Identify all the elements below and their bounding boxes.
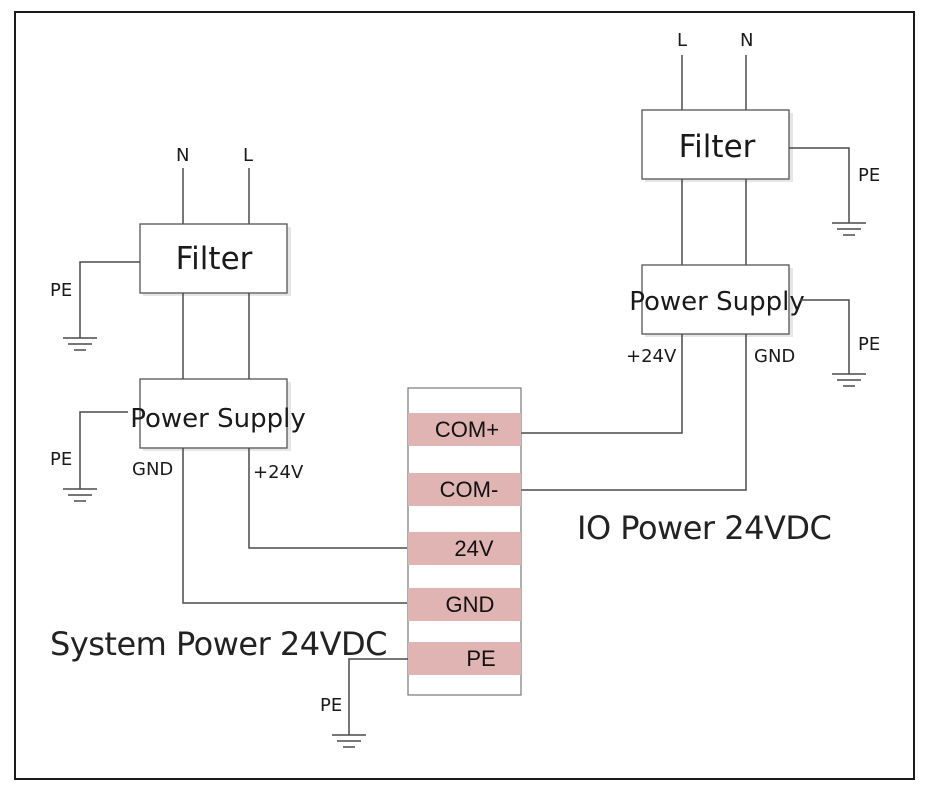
right-filter-pe-label: PE xyxy=(858,165,880,186)
left-filter-pe-wire xyxy=(79,261,140,338)
terminal-label: COM- xyxy=(440,477,499,502)
right-circuit: L N Filter PE Power Supply PE +24V GND xyxy=(521,30,880,547)
terminal-block: COM+ COM- 24V GND PE xyxy=(407,387,522,696)
right-gnd-label: GND xyxy=(754,346,795,367)
right-power-supply-box xyxy=(641,264,790,335)
terminal-com-plus: COM+ xyxy=(408,413,521,446)
left-pos24-label: +24V xyxy=(253,462,304,483)
left-l-label: L xyxy=(243,145,253,166)
left-filter-pe-label: PE xyxy=(50,280,72,301)
left-pos24-wire xyxy=(248,448,407,549)
left-supply-pe-label: PE xyxy=(50,449,72,470)
left-gnd-label: GND xyxy=(132,459,173,480)
right-supply-pe-wire xyxy=(800,299,850,374)
ground-icon xyxy=(332,734,366,748)
terminal-pe: PE xyxy=(408,642,521,675)
terminal-label: COM+ xyxy=(435,417,499,442)
right-filter-label: Filter xyxy=(679,129,756,165)
left-power-supply-label: Power Supply xyxy=(130,404,305,434)
left-supply-pe-wire xyxy=(79,411,128,489)
right-l-label: L xyxy=(677,30,687,51)
right-filter-box xyxy=(641,109,790,180)
terminal-label: GND xyxy=(446,592,495,617)
left-filter-box xyxy=(139,223,288,294)
terminal-24v: 24V xyxy=(408,532,521,565)
terminal-pe-wire xyxy=(348,658,408,735)
ground-icon xyxy=(832,373,866,387)
terminal-gnd: GND xyxy=(408,588,521,621)
terminal-com-minus: COM- xyxy=(408,473,521,506)
right-filter-pe-wire xyxy=(789,147,850,223)
right-power-supply-label: Power Supply xyxy=(629,287,804,317)
left-gnd-wire xyxy=(182,448,407,604)
right-gnd-wire xyxy=(521,334,747,491)
left-circuit: N L Filter PE Power Supply PE GND xyxy=(50,145,407,663)
terminal-pe-label: PE xyxy=(320,695,342,716)
right-n-label: N xyxy=(740,30,753,51)
left-power-supply-box xyxy=(139,378,288,449)
left-n-label: N xyxy=(176,145,189,166)
left-filter-label: Filter xyxy=(176,241,253,277)
ground-icon xyxy=(63,488,97,502)
right-pos24-wire xyxy=(521,334,683,434)
io-power-caption: IO Power 24VDC xyxy=(577,509,831,547)
right-pos24-label: +24V xyxy=(626,346,677,367)
right-supply-pe-label: PE xyxy=(858,334,880,355)
ground-icon xyxy=(832,222,866,236)
ground-icon xyxy=(63,337,97,351)
terminal-label: PE xyxy=(466,646,495,671)
system-power-caption: System Power 24VDC xyxy=(50,625,387,663)
terminal-label: 24V xyxy=(454,536,493,561)
